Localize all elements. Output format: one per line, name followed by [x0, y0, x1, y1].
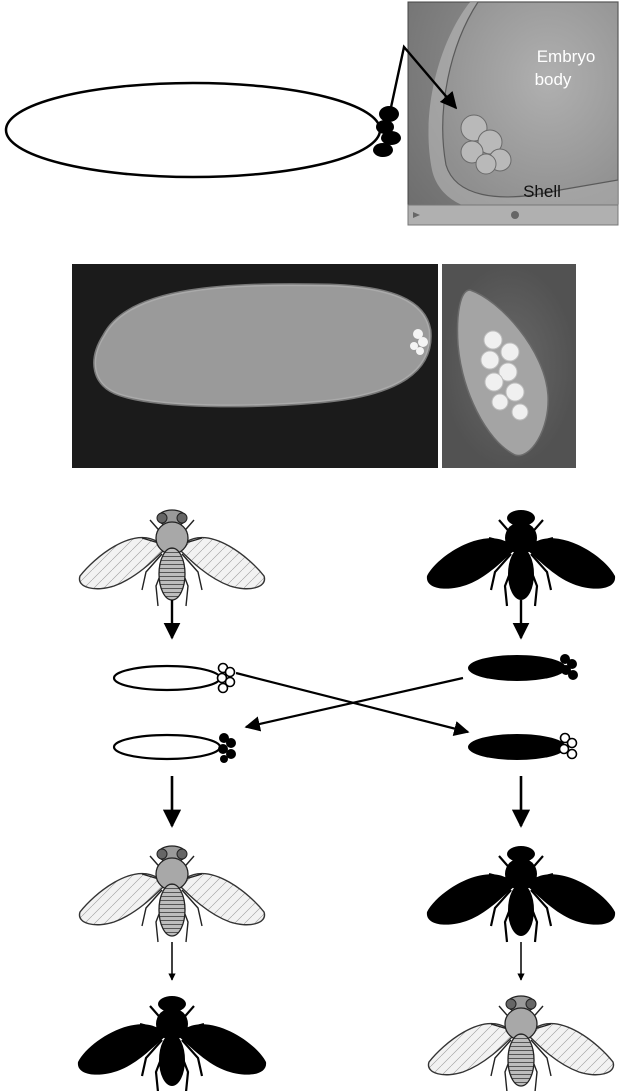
egg-black-row2	[468, 734, 566, 760]
pole-cells-top	[373, 106, 401, 157]
fluorescent-closeup-image	[442, 264, 576, 468]
egg-white-row1	[114, 666, 220, 690]
pole-cells-black-row1	[560, 654, 578, 680]
egg-black-row1	[468, 655, 566, 681]
wild-type-fly-donor-left	[79, 510, 264, 606]
pole-cells-white-row1	[218, 664, 235, 693]
wild-type-fly-host-left	[79, 846, 264, 942]
dark-fly-host-right	[427, 846, 615, 942]
dark-fly-offspring-left	[78, 996, 266, 1091]
fluorescent-embryo-image	[72, 264, 438, 468]
pole-cells-white-in-black-egg	[560, 734, 577, 759]
pole-cells-black-in-white-egg	[218, 733, 236, 763]
shell-label: Shell	[523, 182, 561, 201]
transfer-arrow-black-to-white	[246, 678, 463, 727]
egg-white-row2	[114, 735, 220, 759]
embryo-micrograph: Embryo body Shell	[408, 2, 618, 225]
dark-fly-donor-right	[427, 510, 615, 606]
embryo-body-label: Embryo	[537, 47, 596, 66]
embryo-outline	[6, 83, 380, 177]
wild-type-fly-offspring-right	[428, 996, 613, 1091]
embryo-body-label-line2: body	[535, 70, 572, 89]
